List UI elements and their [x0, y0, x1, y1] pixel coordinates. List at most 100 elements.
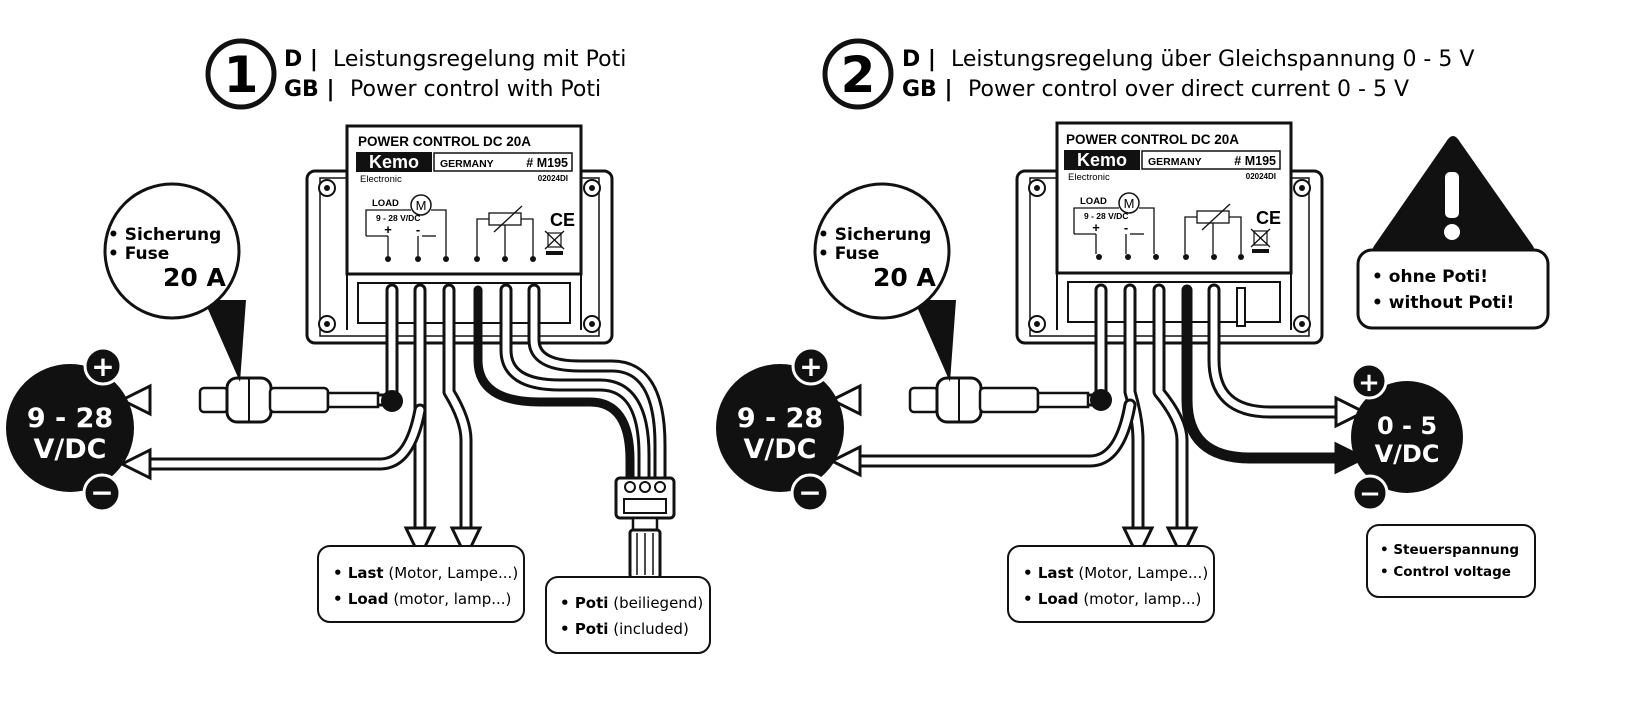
- step-number-badge: [205, 38, 277, 110]
- minus-symbol: −: [798, 476, 821, 509]
- motor-symbol: M: [416, 198, 427, 213]
- step-number: 2: [841, 46, 876, 104]
- minus-icon: [82, 473, 122, 513]
- control-voltage: 0 - 5: [1377, 412, 1437, 440]
- minus-symbol: −: [1359, 479, 1381, 509]
- module-voltage: 9 - 28 V/DC: [1084, 211, 1128, 221]
- lang-de: D |: [902, 47, 936, 72]
- module-code: 02024DI: [1246, 172, 1276, 181]
- brand-name: Kemo: [1077, 150, 1127, 170]
- warning-de: • ohne Poti!: [1372, 267, 1488, 287]
- poti-info-box: [545, 576, 711, 654]
- supply-minus-arrow: [118, 447, 152, 481]
- plus-icon: [1350, 362, 1388, 400]
- control-plus-arrow: [1334, 395, 1368, 429]
- ce-mark-icon: CE: [550, 210, 575, 230]
- lang-gb: GB |: [902, 77, 953, 102]
- supply-terminal: [716, 364, 844, 492]
- plus-mark: +: [1092, 220, 1100, 235]
- lang-gb: GB |: [284, 77, 335, 102]
- load-label: LOAD: [372, 198, 399, 209]
- module-voltage: 9 - 28 V/DC: [376, 213, 420, 223]
- minus-icon: [1351, 474, 1389, 512]
- control-module: POWER CONTROL DC 20A Kemo GERMANY # M195…: [305, 124, 614, 345]
- potentiometer-icon: [1196, 210, 1230, 224]
- poti-label-de: • Poti (beiliegend): [560, 594, 703, 612]
- potentiometer-icon: [614, 476, 676, 580]
- poti-label-gb: • Poti (included): [560, 620, 689, 638]
- supply-voltage: 9 - 28: [27, 403, 113, 434]
- minus-mark: -: [1124, 220, 1128, 235]
- control-minus-arrow: [1334, 441, 1368, 475]
- supply-unit: V/DC: [744, 434, 817, 465]
- minus-symbol: −: [90, 476, 113, 509]
- control-label-de: • Steuerspannung: [1380, 542, 1519, 558]
- minus-mark: -: [416, 222, 420, 237]
- supply-unit: V/DC: [34, 434, 107, 465]
- plus-symbol: +: [799, 350, 822, 383]
- junction-dot: [1090, 389, 1112, 411]
- brand-logo: [1064, 150, 1140, 170]
- weee-bin-icon: [544, 230, 565, 255]
- fuse-rating: 20 A: [163, 263, 226, 292]
- module-sub: Electronic: [360, 174, 402, 185]
- potentiometer-icon: [488, 212, 522, 226]
- load-arrow: [1165, 526, 1199, 561]
- supply-voltage: 9 - 28: [737, 403, 823, 434]
- load-arrow: [403, 526, 437, 561]
- load-label-gb: • Load (motor, lamp...): [1023, 590, 1201, 608]
- load-arrow: [1121, 526, 1155, 561]
- plus-mark: +: [384, 222, 392, 237]
- brand-logo: [356, 152, 432, 172]
- module-sub: Electronic: [1068, 172, 1110, 183]
- control-terminal: [1351, 381, 1463, 493]
- module-title: POWER CONTROL DC 20A: [358, 134, 531, 149]
- junction-dot: [381, 390, 403, 412]
- panel-2-heading: 2 D | Leistungsregelung über Gleichspann…: [822, 38, 1474, 110]
- motor-symbol: M: [1124, 196, 1135, 211]
- load-label-de: • Last (Motor, Lampe...): [333, 564, 518, 582]
- fuse-label-de: • Sicherung: [818, 225, 931, 245]
- plus-symbol: +: [91, 350, 114, 383]
- lang-de: D |: [284, 47, 318, 72]
- panel-1-heading: 1 D | Leistungsregelung mit Poti GB | Po…: [205, 38, 626, 110]
- wiring: [143, 283, 667, 547]
- fuse-callout: [813, 182, 951, 320]
- load-info-box: [1007, 545, 1215, 623]
- load-label-de: • Last (Motor, Lampe...): [1023, 564, 1208, 582]
- heading-de: Leistungsregelung mit Poti: [333, 47, 626, 72]
- module-cover: [345, 124, 583, 276]
- module-code: 02024DI: [538, 174, 568, 183]
- heading-gb: Power control with Poti: [350, 77, 601, 102]
- plus-icon: [791, 346, 831, 386]
- step-number: 1: [224, 46, 259, 104]
- weee-bin-icon: [1250, 228, 1271, 253]
- fuse-rating: 20 A: [873, 263, 936, 292]
- panel-2: 2 D | Leistungsregelung über Gleichspann…: [716, 38, 1550, 623]
- control-info-box: [1366, 524, 1536, 598]
- supply-minus-arrow: [828, 444, 862, 478]
- supply-terminal: [6, 364, 134, 492]
- fuse-label-gb: • Fuse: [818, 244, 879, 264]
- control-unit: V/DC: [1375, 440, 1440, 468]
- plus-symbol: +: [1358, 368, 1380, 398]
- motor-icon: [1118, 192, 1140, 214]
- warning-box: [1356, 248, 1550, 330]
- fuse-label-de: • Sicherung: [108, 225, 221, 245]
- heading-gb: Power control over direct current 0 - 5 …: [968, 77, 1409, 102]
- load-arrow: [449, 526, 483, 561]
- load-label: LOAD: [1080, 196, 1107, 207]
- control-module: POWER CONTROL DC 20A Kemo GERMANY # M195…: [1015, 121, 1324, 345]
- module-origin: GERMANY: [440, 158, 494, 170]
- fuse-holder-icon: [908, 376, 1090, 424]
- fuse-holder-icon: [198, 376, 380, 424]
- supply-plus-arrow: [118, 383, 152, 417]
- fuse-label-gb: • Fuse: [108, 244, 169, 264]
- module-title: POWER CONTROL DC 20A: [1066, 132, 1239, 147]
- load-info-box: [317, 545, 525, 623]
- step-number-badge: [822, 38, 894, 110]
- module-model: # M195: [526, 156, 568, 170]
- load-label-gb: • Load (motor, lamp...): [333, 590, 511, 608]
- motor-icon: [410, 194, 432, 216]
